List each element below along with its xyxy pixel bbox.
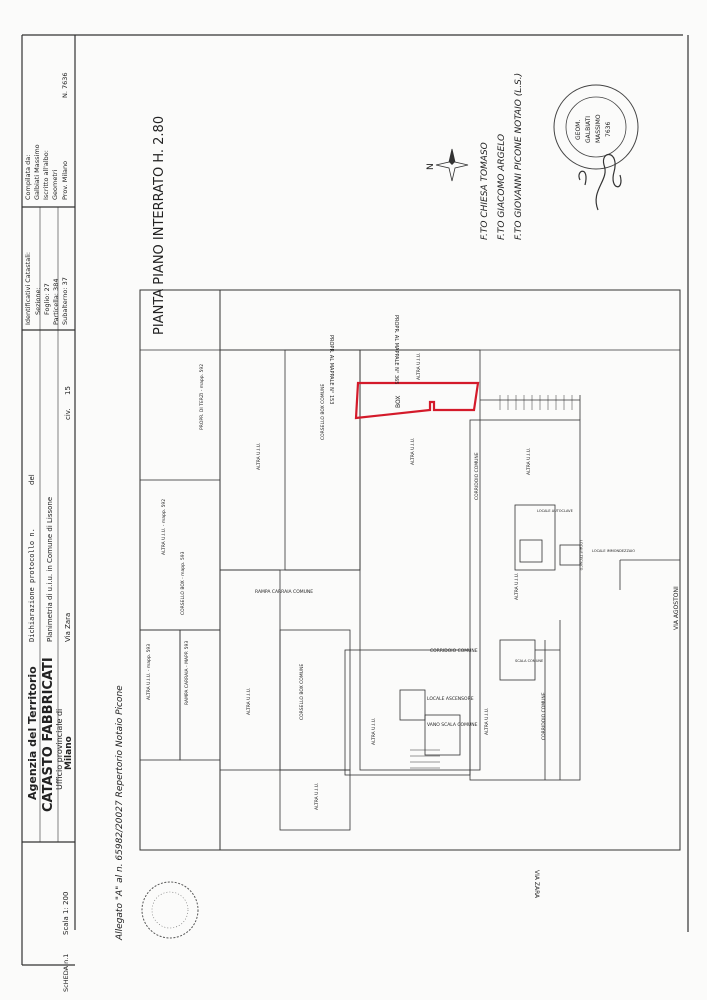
corridoio-3: CORRIDOIO COMUNE	[541, 692, 547, 740]
particella-label: Particella: 384	[52, 279, 60, 325]
signature-line-3: F.TO GIOVANNI PICONE NOTAIO (L.S.)	[514, 73, 524, 240]
civ-label: civ.	[64, 408, 72, 420]
scala-comune: SCALA COMUNE	[515, 659, 543, 663]
civ-number: 15	[64, 386, 72, 395]
sezione-label: Sezione:	[34, 287, 42, 315]
north-label: N	[426, 163, 436, 170]
locale-immondezzaio: LOCALE IMMONDEZZAIO	[592, 549, 635, 553]
registry-label: Geometri	[51, 169, 59, 200]
altra-uiu-3: ALTRA U.I.U.	[410, 438, 416, 465]
corsello-box-1: CORSELLO BOX COMUNE	[320, 384, 326, 440]
locale-ascensore: LOCALE ASCENSORE	[427, 696, 474, 702]
stamp-center-3: MASSIMO	[595, 114, 602, 143]
floor-plan-label: Planimetria di u.i.u. in Comune di Lisso…	[46, 497, 54, 642]
stair-marks	[410, 395, 573, 769]
vano-scala: VANO SCALA COMUNE	[427, 722, 478, 728]
altra-uiu-2: ALTRA U.I.U.	[416, 353, 422, 380]
rampa-mapp: RAMPA CARRAIA - MAPP. 593	[184, 641, 190, 705]
via-agostoni-label: VIA AGOSTONI	[673, 586, 680, 630]
province-label: Prov. Milano	[61, 161, 69, 200]
propr-terzi-label: PROPR. DI TERZI - mapp. 592	[199, 364, 205, 430]
propr-153-label: PROPR. AL MAPPALE N° 153	[328, 335, 334, 404]
locale-autoclave: LOCALE AUTOCLAVE	[537, 509, 573, 513]
altra-uiu-592: ALTRA U.I.U. - mapp. 592	[161, 499, 167, 555]
box-highlight	[354, 381, 480, 420]
signature-line-2: F.TO GIACOMO ARGELO	[497, 134, 507, 240]
agency-name: Agenzia del Territorio	[26, 666, 39, 800]
stamp-center-4: 7636	[605, 122, 612, 137]
stamp-center-2: GALBIATI	[585, 116, 592, 143]
interior-walls	[139, 349, 680, 831]
corsello-mapp: CORSELLO BOX - mapp. 593	[180, 551, 186, 615]
stamp-center-1: GEOM.	[575, 120, 582, 140]
plan-title: PIANTA PIANO INTERRATO H. 2.80	[152, 116, 167, 335]
office-name: CATASTO FABBRICATI	[41, 657, 56, 812]
signature-line-1: F.TO CHIESA TOMASO	[480, 142, 490, 240]
sheet-frame	[21, 34, 689, 966]
corridoio-2: CORRIDOIO COMUNE	[430, 648, 478, 654]
corridoio-1: CORRIDOIO COMUNE	[474, 452, 480, 500]
altra-uiu-9: ALTRA U.I.U.	[314, 783, 320, 810]
provincial-office: Ufficio provinciale di	[55, 709, 64, 790]
compiler-name: Galbiati Massimo	[33, 144, 41, 200]
registered-label: Iscritto all'albo:	[42, 150, 50, 200]
cadastral-title: Identificativi Catastali:	[24, 252, 32, 325]
subalterno-label: Subalterno: 37	[61, 277, 69, 325]
registry-number: N. 7636	[61, 72, 69, 98]
propr-365-label: PROPR. AL MAPPALE N° 365	[393, 315, 399, 384]
scale-label: Scala 1: 200	[62, 892, 70, 935]
corsello-box-2: CORSELLO BOX COMUNE	[299, 664, 305, 720]
allegato-note: Allegato "A" al n. 65982/20027 Repertori…	[115, 685, 125, 941]
altra-uiu-5: ALTRA U.I.U.	[514, 573, 520, 600]
declaration-del: del	[28, 474, 36, 485]
signature-scribble	[578, 154, 622, 211]
box-label: BOX	[395, 396, 402, 408]
city-name: Milano	[64, 736, 74, 770]
altra-uiu-593: ALTRA U.I.U. - mapp. 593	[146, 644, 152, 700]
sheet-label: ScHEDA n.1	[62, 954, 70, 992]
north-arrow-icon	[435, 148, 469, 182]
altra-uiu-6: ALTRA U.I.U.	[246, 688, 252, 715]
altra-uiu-4: ALTRA U.I.U.	[526, 448, 532, 475]
declaration-label: Dichiarazione protocollo n.	[28, 528, 36, 642]
via-zara-label: VIA ZARA	[533, 870, 540, 899]
locale-tecnico: LOCALE TECNICO	[579, 540, 583, 571]
foglio-label: Foglio: 27	[43, 283, 51, 315]
altra-uiu-7: ALTRA U.I.U.	[371, 718, 377, 745]
address-label: Via Zara	[64, 613, 72, 642]
altra-uiu-8: ALTRA U.I.U.	[484, 708, 490, 735]
altra-uiu-1: ALTRA U.I.U.	[256, 443, 262, 470]
rampa-comune: RAMPA CARRAIA COMUNE	[255, 589, 313, 595]
compiled-title: Compilata da:	[24, 155, 32, 200]
notary-seal	[141, 881, 199, 939]
geometri-stamp	[553, 84, 639, 170]
